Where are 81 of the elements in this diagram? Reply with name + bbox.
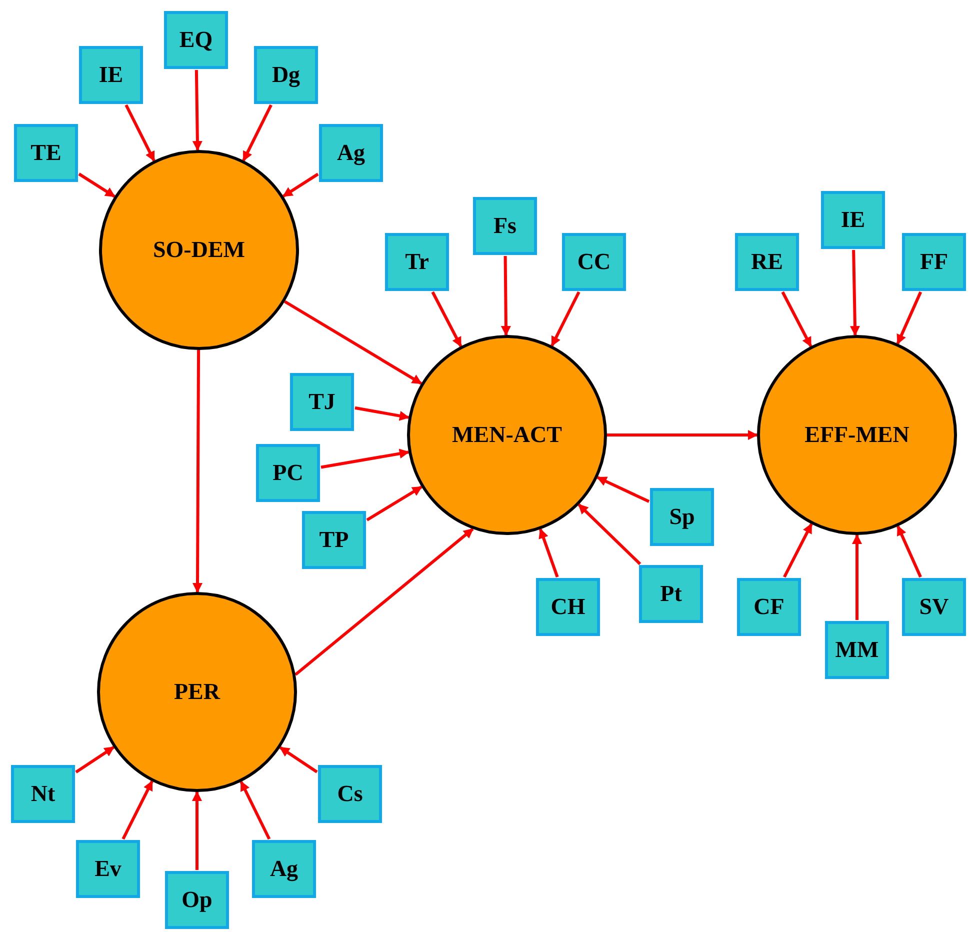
arrow [192,70,202,151]
arrow [550,291,580,347]
factor-box [256,444,320,502]
factor-box [825,621,889,679]
arrow [124,104,156,162]
arrow [240,780,271,840]
factor-label: CH [550,592,586,621]
factor-label: FF [920,248,948,276]
arrow [75,746,114,774]
arrow [282,172,319,198]
factor-label: Fs [494,212,516,240]
arrow [896,291,922,345]
factor-label: Dg [272,60,300,90]
factor-label: Ag [270,854,298,884]
arrow [279,746,318,774]
arrow [78,172,116,198]
arrow [320,448,410,469]
factor-label: EQ [179,26,213,54]
arrow [284,300,422,385]
arrow [578,504,642,566]
factor-label: Nt [30,780,56,808]
factor-label: IE [840,206,866,234]
concept-label: PER [174,678,220,706]
arrow [242,104,272,162]
factor-label: SV [919,592,949,621]
factor-box [735,233,799,291]
arrow [431,291,462,348]
factor-box [164,11,228,69]
factor-box [902,578,966,636]
factor-box [290,373,354,431]
factor-box [650,488,714,546]
factor-label: Cs [337,780,363,808]
arrow [607,430,758,440]
concept-label: EFF-MEN [804,420,910,449]
factor-box [639,565,703,623]
arrow [896,525,922,578]
factor-box [254,46,318,104]
factor-box [11,765,75,823]
arrow [781,291,812,348]
factor-label: TJ [308,388,336,416]
arrow [192,350,202,593]
concept-label: MEN-ACT [452,420,562,449]
factor-label: Ag [336,138,366,168]
factor-label: TP [319,526,349,554]
factor-label: Pt [660,580,682,608]
arrow [596,476,650,503]
factor-label: RE [751,248,783,276]
factor-label: IE [98,60,124,89]
factor-box [319,124,383,182]
factor-box [79,46,143,104]
factor-box [76,840,140,898]
factor-label: MM [835,636,879,664]
factor-label: TE [30,138,62,167]
factor-label: Sp [669,502,695,531]
factor-box [821,191,885,249]
arrow [538,528,559,578]
arrow [852,534,862,620]
factor-box [737,578,801,636]
arrow [850,250,860,336]
factor-box [318,765,382,823]
concept-label: SO-DEM [153,236,245,264]
factor-box [473,197,537,255]
arrow [366,486,422,522]
factor-box [302,511,366,569]
arrow [500,256,511,336]
factor-box [252,840,316,898]
factor-label: PC [272,458,304,487]
factor-label: CC [577,248,611,276]
factor-label: Tr [405,248,429,276]
factor-label: CF [754,592,784,621]
factor-box [165,871,229,929]
arrow [192,791,202,870]
factor-box [562,233,626,291]
factor-label: Ev [94,854,122,883]
arrow [783,523,813,578]
factor-box [14,124,78,182]
factor-box [902,233,966,291]
arrow [122,780,154,840]
factor-label: Op [182,886,212,914]
factor-box [536,578,600,636]
factor-box [385,233,449,291]
